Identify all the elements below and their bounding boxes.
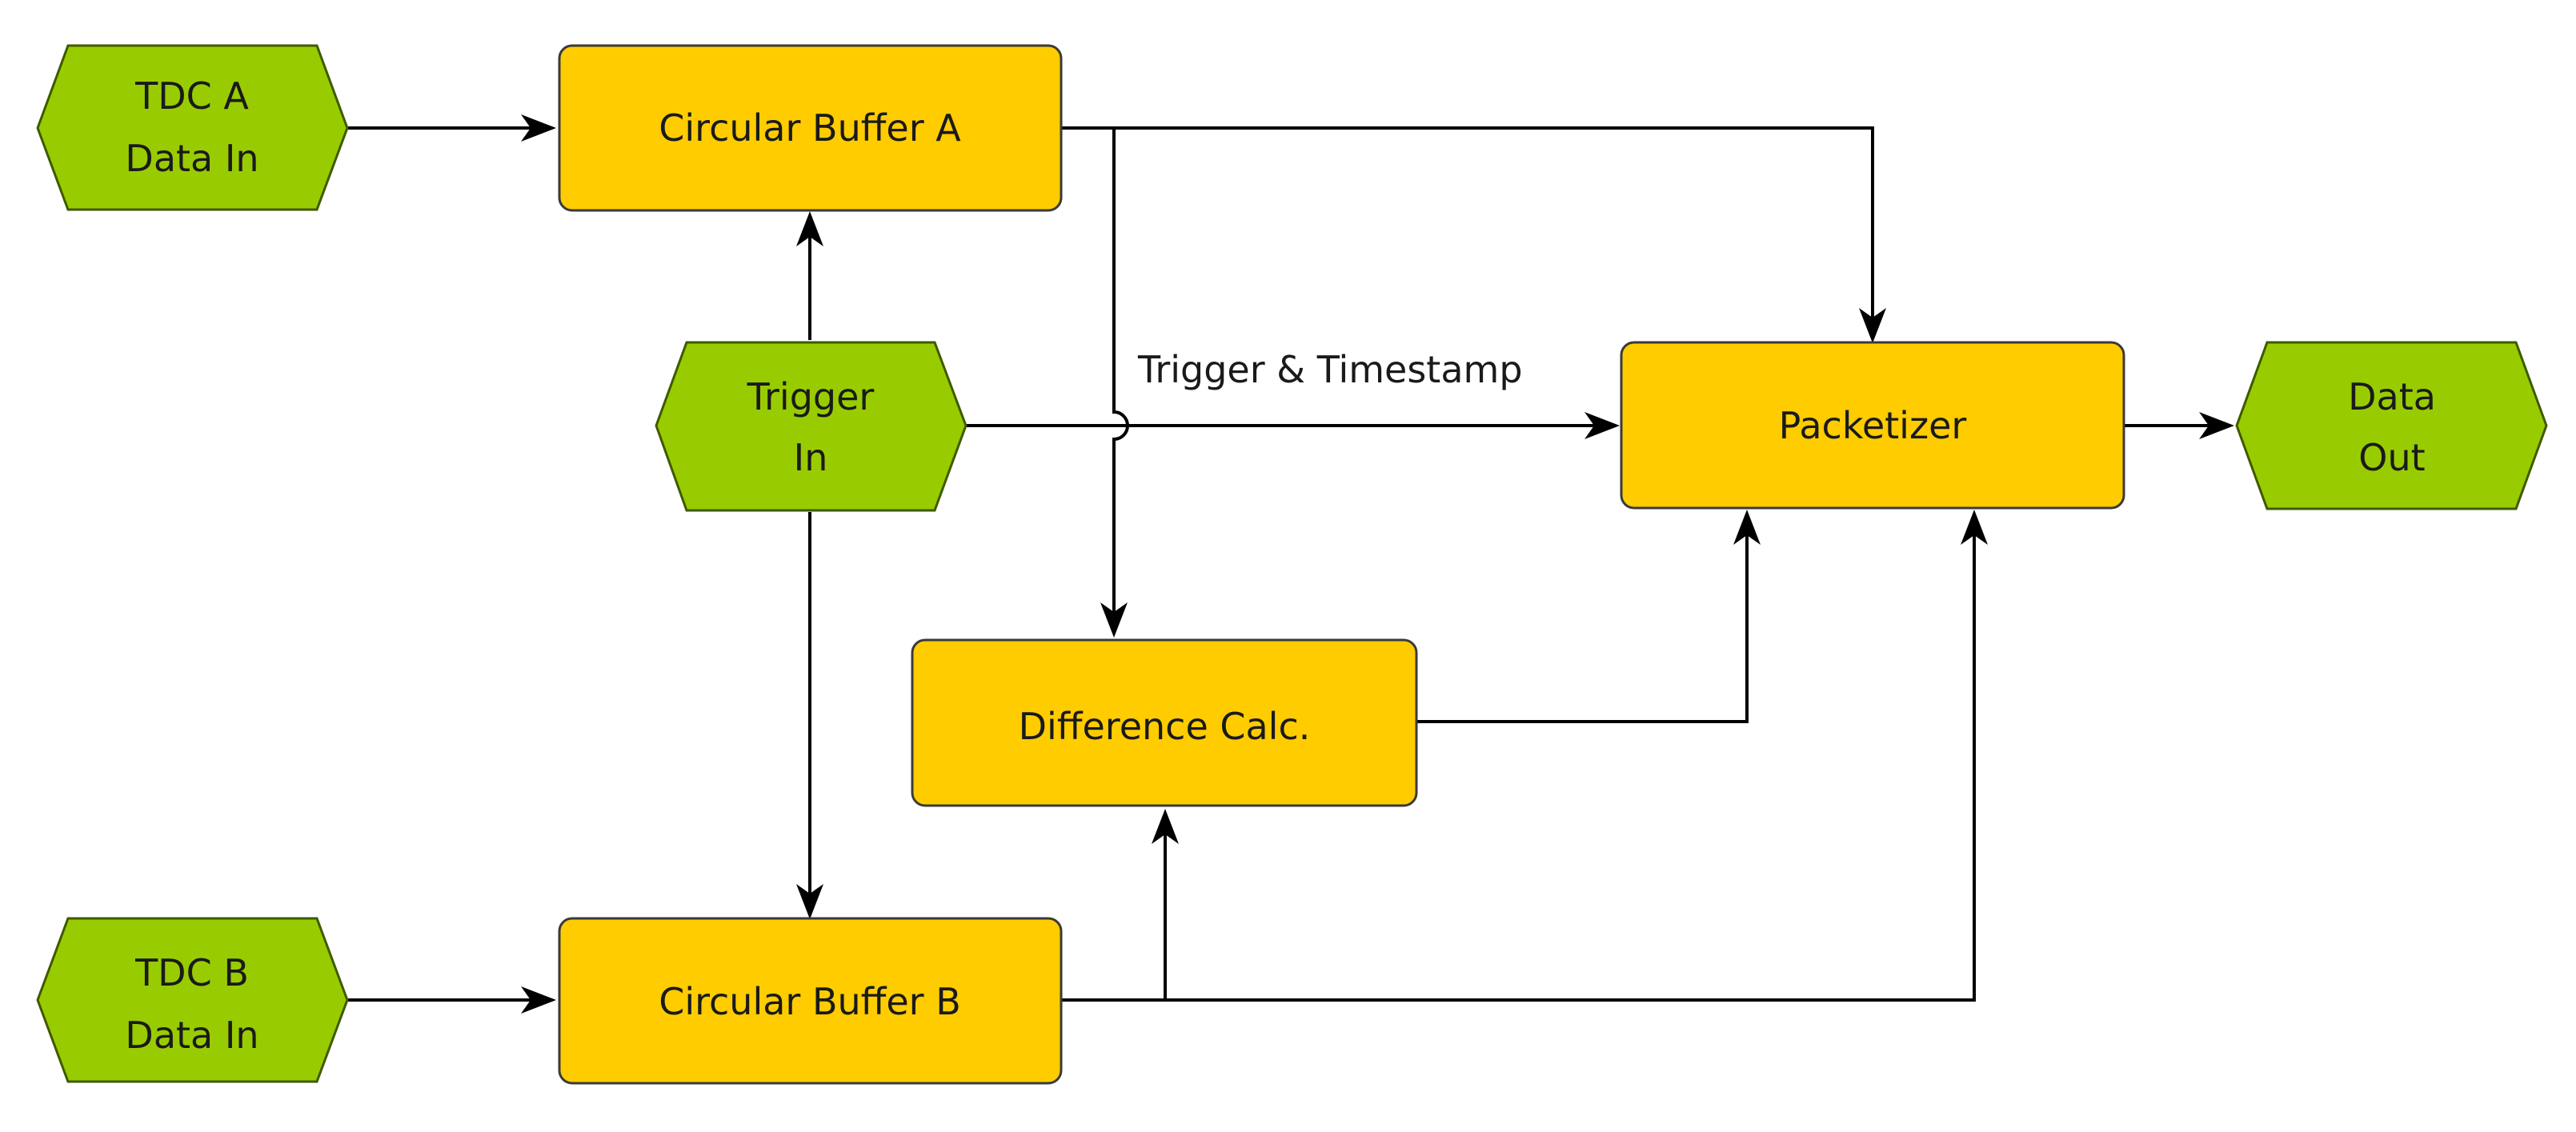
arrowhead [796, 884, 823, 919]
block-label: Circular Buffer A [659, 106, 961, 150]
node-label-line1: Trigger [747, 375, 875, 418]
arrowhead [2199, 412, 2234, 439]
node-label-line2: Data In [125, 1014, 258, 1057]
hexagon-shape [2235, 341, 2548, 510]
io-node-data-out: Data Out [2235, 341, 2548, 510]
block-difference-calc: Difference Calc. [911, 638, 1418, 807]
connections [347, 114, 2234, 1014]
arrowhead [1584, 412, 1620, 439]
block-rect [558, 917, 1063, 1085]
io-node-tdc-b: TDC B Data In [36, 917, 349, 1083]
hexagon-shape [36, 44, 349, 211]
hexagon-shape [36, 917, 349, 1083]
node-label-line2: Out [2358, 436, 2425, 479]
hexagon-shape [655, 341, 968, 512]
arrowhead [1152, 809, 1179, 844]
node-label-line1: TDC B [134, 951, 249, 994]
node-label-line2: In [794, 436, 828, 479]
node-label-line2: Data In [125, 137, 258, 180]
block-rect [1620, 341, 2125, 510]
wire-buffer-a-to-diff-calc [1112, 128, 1129, 621]
block-label: Packetizer [1779, 404, 1967, 447]
block-label: Difference Calc. [1019, 705, 1311, 748]
node-label-line1: Data [2348, 375, 2436, 418]
arrowhead [796, 211, 823, 246]
arrowhead [521, 986, 556, 1014]
block-rect [911, 638, 1418, 807]
block-circular-buffer-a: Circular Buffer A [558, 44, 1063, 212]
wire-buffer-a-to-packetizer [1061, 126, 1874, 326]
arrowhead [521, 114, 556, 142]
node-label-line1: TDC A [134, 74, 249, 118]
block-rect [558, 44, 1063, 212]
block-label: Circular Buffer B [659, 980, 961, 1023]
arrowhead [1859, 308, 1886, 343]
io-node-trigger-in: Trigger In [655, 341, 968, 512]
arrowhead [1100, 602, 1128, 638]
block-circular-buffer-b: Circular Buffer B [558, 917, 1063, 1085]
arrowhead [1961, 510, 1988, 545]
edge-label-trigger-timestamp: Trigger & Timestamp [1137, 348, 1523, 391]
block-packetizer: Packetizer [1620, 341, 2125, 510]
arrowhead [1733, 510, 1761, 545]
io-node-tdc-a: TDC A Data In [36, 44, 349, 211]
wire-diff-calc-to-packetizer [1416, 526, 1749, 723]
wire-buffer-b-to-packetizer [1061, 526, 1976, 1002]
